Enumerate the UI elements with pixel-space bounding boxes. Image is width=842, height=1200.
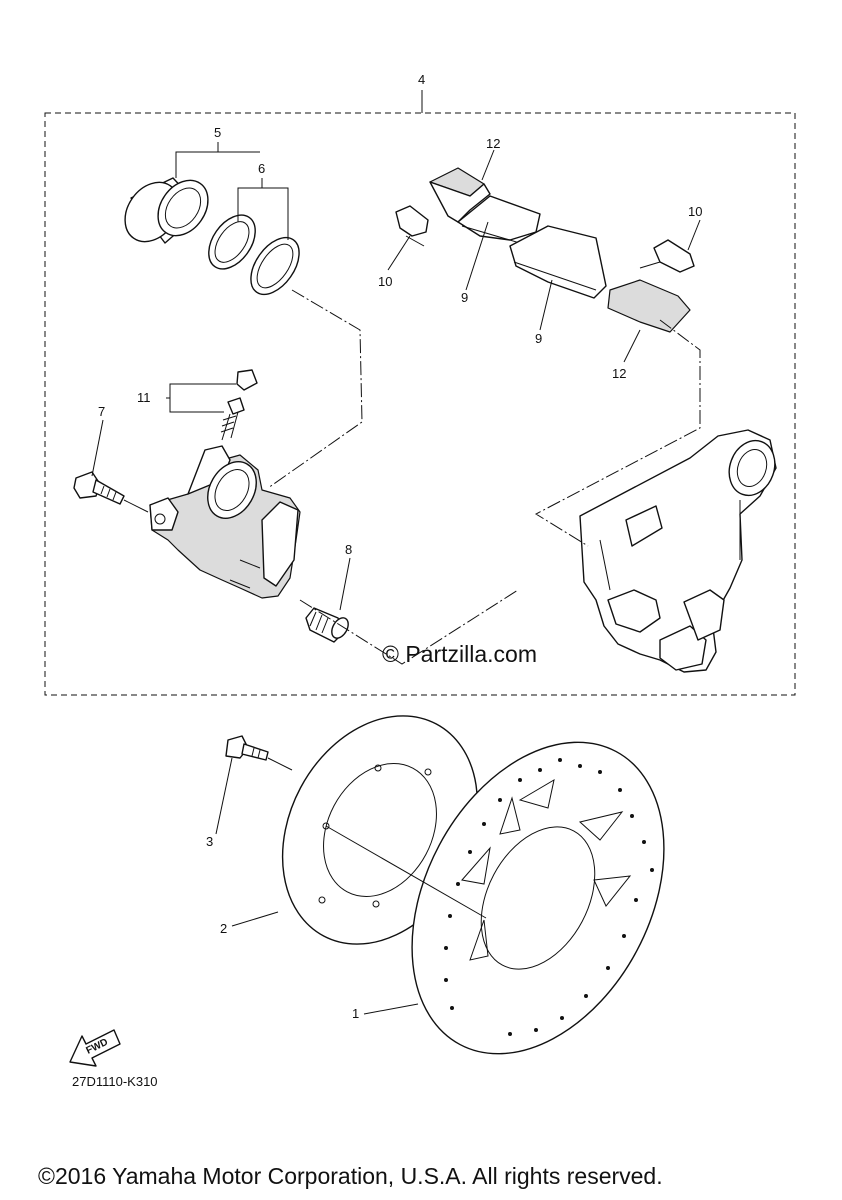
callout-leaders: [91, 90, 701, 1015]
pad-spring-left[interactable]: [395, 205, 429, 247]
diagram-code: 27D1110-K310: [72, 1074, 158, 1089]
assembly-line-pads: [534, 319, 701, 547]
callout-6: 6: [258, 161, 265, 176]
assembly-box: [44, 112, 796, 696]
pad-shim-outer[interactable]: [607, 279, 691, 333]
disc-bolt-axis: [267, 757, 487, 919]
caliper-bolt[interactable]: [73, 471, 125, 505]
callout-2: 2: [220, 921, 227, 936]
assembly-line-pin: [299, 589, 519, 665]
callout-8: 8: [345, 542, 352, 557]
brake-pad-outer[interactable]: [509, 225, 607, 299]
brake-disc[interactable]: [361, 699, 715, 1097]
pad-spring-right[interactable]: [639, 239, 695, 273]
callout-10-left: 10: [378, 274, 392, 289]
slide-pin-boot[interactable]: [305, 607, 352, 643]
callout-10-right: 10: [688, 204, 702, 219]
callout-12-top: 12: [486, 136, 500, 151]
brake-pad-inner[interactable]: [429, 167, 541, 247]
watermark: © Partzilla.com: [382, 641, 537, 667]
copyright-notice: ©2016 Yamaha Motor Corporation, U.S.A. A…: [38, 1163, 663, 1189]
callout-11: 11: [137, 390, 151, 405]
disc-holes: [444, 758, 654, 1036]
caliper-body[interactable]: [149, 445, 301, 599]
disc-bolt[interactable]: [225, 735, 269, 761]
callout-4: 4: [418, 72, 425, 87]
assembly-line-piston: [267, 289, 363, 489]
bolt-axis: [123, 499, 149, 513]
callout-9-right: 9: [535, 331, 542, 346]
callout-12-bottom: 12: [612, 366, 626, 381]
piston[interactable]: [114, 171, 218, 252]
bleed-screw[interactable]: [220, 369, 258, 441]
callout-1: 1: [352, 1006, 359, 1021]
callout-5: 5: [214, 125, 221, 140]
callout-3: 3: [206, 834, 213, 849]
caliper-bracket[interactable]: [579, 429, 782, 673]
seal-kit[interactable]: [199, 207, 309, 304]
callout-7: 7: [98, 404, 105, 419]
fwd-arrow-icon: FWD: [69, 1029, 121, 1067]
callout-9-left: 9: [461, 290, 468, 305]
